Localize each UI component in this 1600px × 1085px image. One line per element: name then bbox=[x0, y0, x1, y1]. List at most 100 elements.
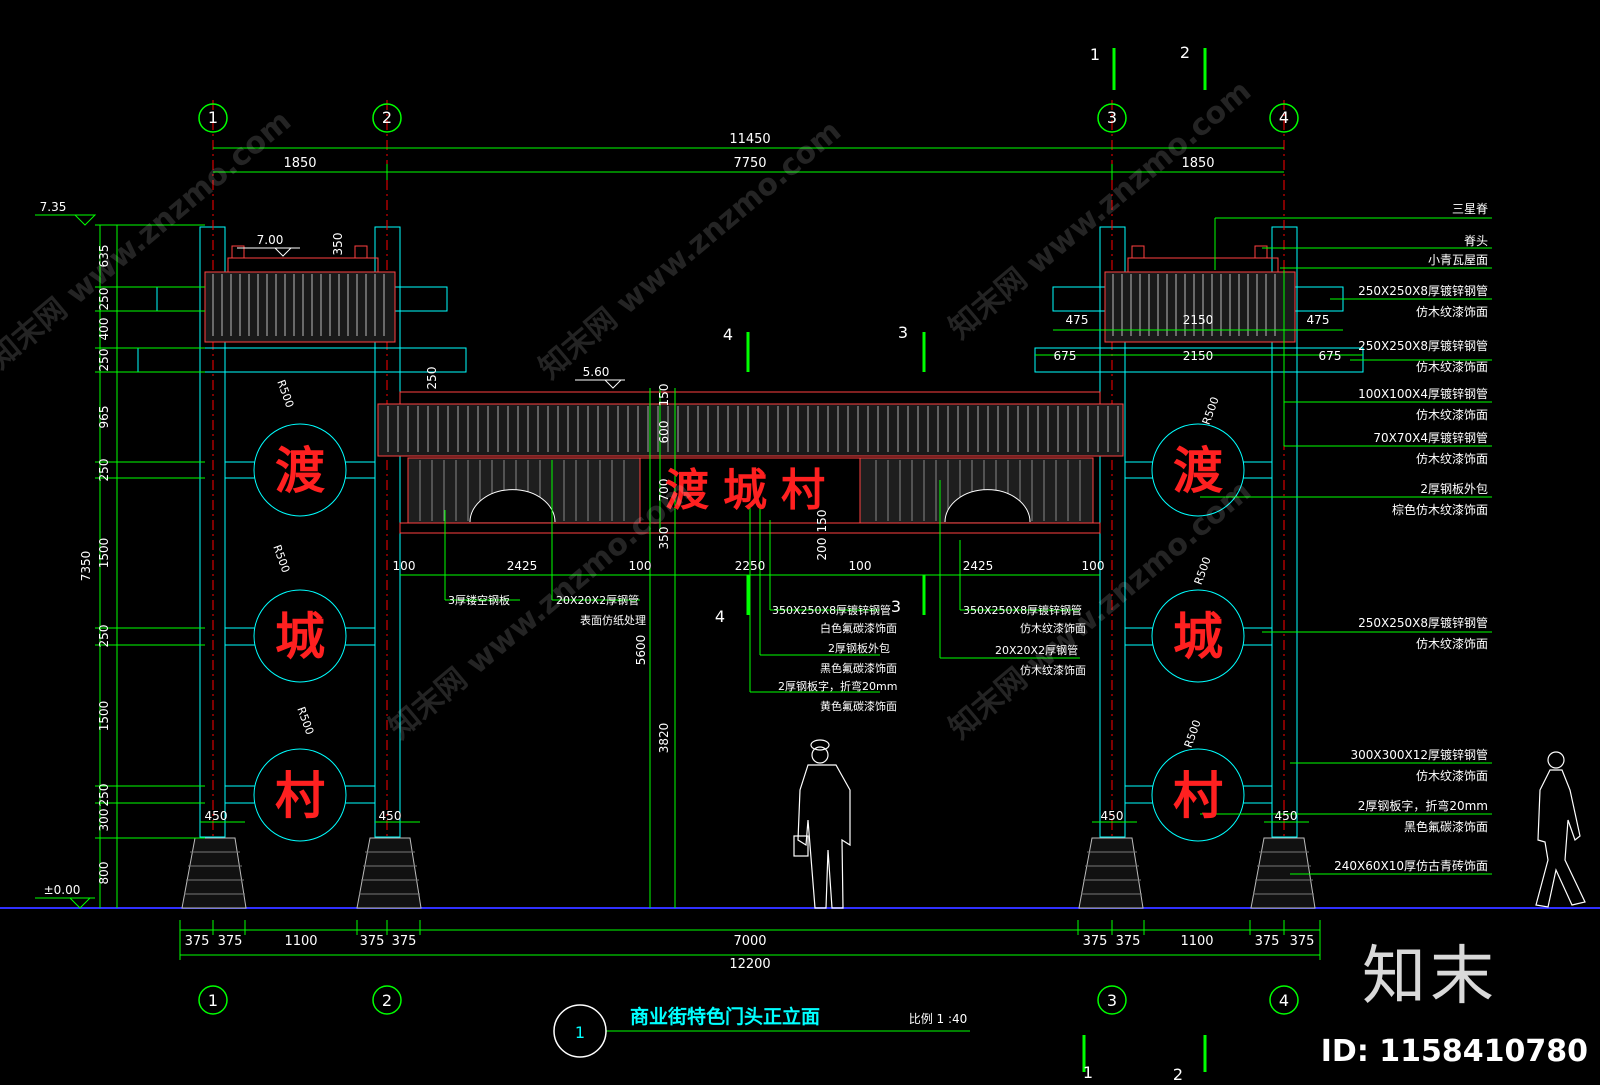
annotation: 300X300X12厚镀锌钢管 bbox=[1350, 747, 1488, 762]
beam-dim: 5600 bbox=[634, 635, 648, 666]
dim-bottom: 375 bbox=[392, 934, 417, 949]
section-mark: 1 bbox=[1083, 1063, 1093, 1082]
annotation: 3厚镂空钢板 bbox=[448, 593, 510, 607]
radius-label: R500 bbox=[1200, 395, 1222, 426]
watermark-id: ID: 1158410780 bbox=[1320, 1034, 1588, 1069]
radius-label: R500 bbox=[274, 378, 296, 409]
annotation: 2厚钢板外包 bbox=[1420, 482, 1488, 496]
annotation: 表面仿纸处理 bbox=[580, 613, 646, 627]
level-mark: 5.60 bbox=[583, 365, 610, 379]
radius-label: R500 bbox=[270, 543, 292, 574]
dim-total-top: 11450 bbox=[729, 132, 770, 147]
vdim: 250 bbox=[97, 625, 111, 648]
dim-bottom: 375 bbox=[218, 934, 243, 949]
section-mark: 1 bbox=[1090, 45, 1100, 64]
beam-dim: 150 bbox=[815, 510, 829, 533]
annotation: 2厚钢板字，折弯20mm bbox=[778, 679, 897, 693]
drawing-scale: 比例 1 :40 bbox=[909, 1012, 968, 1026]
plaque-char: 城 bbox=[1173, 608, 1223, 666]
pier-width: 450 bbox=[1275, 809, 1298, 823]
annotation: 2厚钢板外包 bbox=[828, 641, 890, 655]
beam-dim: 350 bbox=[657, 527, 671, 550]
radius-label: R500 bbox=[294, 705, 316, 736]
annotation: 100X100X4厚镀锌钢管 bbox=[1358, 386, 1488, 401]
level-mark: 7.35 bbox=[40, 200, 67, 214]
annotation: 仿木纹漆饰面 bbox=[1416, 452, 1488, 466]
annotation: 小青瓦屋面 bbox=[1428, 253, 1488, 267]
tower-dim: 675 bbox=[1319, 349, 1342, 363]
annotation: 黄色氟碳漆饰面 bbox=[820, 699, 897, 713]
right-tower bbox=[1034, 100, 1364, 909]
pier-width: 450 bbox=[205, 809, 228, 823]
annotation: 20X20X2厚钢管 bbox=[995, 643, 1078, 657]
plaque-char: 渡 bbox=[275, 442, 325, 500]
beam-dim: 3820 bbox=[657, 723, 671, 754]
human-figure-right bbox=[1535, 751, 1586, 908]
axis-label: 2 bbox=[382, 108, 392, 127]
axis-label: 4 bbox=[1279, 991, 1289, 1010]
annotation: 20X20X2厚钢管 bbox=[556, 593, 639, 607]
radius-label: R500 bbox=[1192, 555, 1214, 586]
dim-bottom: 1100 bbox=[1180, 934, 1213, 949]
beam-dim: 600 bbox=[657, 421, 671, 444]
plaque-char: 渡 bbox=[1173, 442, 1223, 500]
beam-span: 100 bbox=[849, 559, 872, 573]
dim-bottom: 375 bbox=[1255, 934, 1280, 949]
annotation: 仿木纹漆饰面 bbox=[1416, 305, 1488, 319]
axis-label: 1 bbox=[208, 991, 218, 1010]
vdim: 800 bbox=[97, 862, 111, 885]
annotation: 250X250X8厚镀锌钢管 bbox=[1358, 283, 1488, 298]
dim-mid-top: 7750 bbox=[733, 156, 766, 171]
level-mark: 7.00 bbox=[257, 233, 284, 247]
annotation: 黑色氟碳漆饰面 bbox=[1404, 820, 1488, 834]
vdim: 1500 bbox=[97, 701, 111, 732]
beam-span: 2425 bbox=[507, 559, 538, 573]
beam-dim: 200 bbox=[815, 538, 829, 561]
view-number: 1 bbox=[575, 1023, 585, 1042]
annotation: 黑色氟碳漆饰面 bbox=[820, 661, 897, 675]
dimension-lines bbox=[35, 48, 1492, 1072]
section-mark: 3 bbox=[891, 597, 901, 616]
annotation: 350X250X8厚镀锌钢管 bbox=[772, 603, 891, 617]
axis-label: 1 bbox=[208, 108, 218, 127]
annotation: 350X250X8厚镀锌钢管 bbox=[963, 603, 1082, 617]
beam-dim: 250 bbox=[425, 367, 439, 390]
dim-bottom: 7000 bbox=[733, 934, 766, 949]
dim-left-top: 1850 bbox=[283, 156, 316, 171]
annotation: 240X60X10厚仿古青砖饰面 bbox=[1334, 858, 1488, 873]
dim-bottom-total: 12200 bbox=[729, 957, 770, 972]
level-mark: ±0.00 bbox=[44, 883, 81, 897]
section-mark: 2 bbox=[1173, 1065, 1183, 1084]
annotation: 仿木纹漆饰面 bbox=[1416, 769, 1488, 783]
annotation: 250X250X8厚镀锌钢管 bbox=[1358, 615, 1488, 630]
dim-bottom: 375 bbox=[1083, 934, 1108, 949]
beam-sign: 渡城村 bbox=[665, 465, 839, 516]
central-beam bbox=[377, 388, 1124, 908]
vdim: 635 bbox=[97, 245, 111, 268]
axis-label: 2 bbox=[382, 991, 392, 1010]
vdim: 250 bbox=[97, 288, 111, 311]
annotation: 70X70X4厚镀锌钢管 bbox=[1373, 430, 1488, 445]
pier-width: 450 bbox=[1101, 809, 1124, 823]
beam-span: 100 bbox=[1082, 559, 1105, 573]
annotation: 2厚钢板字，折弯20mm bbox=[1358, 798, 1488, 813]
pier-width: 450 bbox=[379, 809, 402, 823]
drawing-title: 商业街特色门头正立面 bbox=[630, 1005, 820, 1028]
dim-bottom: 375 bbox=[185, 934, 210, 949]
section-mark: 4 bbox=[715, 607, 725, 626]
axis-label: 3 bbox=[1107, 991, 1117, 1010]
watermark-text: 知末网 www.znzmo.com bbox=[533, 114, 848, 387]
beam-span: 2250 bbox=[735, 559, 766, 573]
annotation: 仿木纹漆饰面 bbox=[1416, 360, 1488, 374]
beam-span: 2425 bbox=[963, 559, 994, 573]
axis-label: 4 bbox=[1279, 108, 1289, 127]
vdim: 300 bbox=[97, 809, 111, 832]
annotation: 仿木纹漆饰面 bbox=[1020, 663, 1086, 677]
plaque-char: 村 bbox=[275, 767, 325, 825]
vdim: 250 bbox=[97, 784, 111, 807]
watermark-logo: 知末 bbox=[1362, 940, 1498, 1014]
plaque-char: 城 bbox=[275, 608, 325, 666]
left-tower bbox=[137, 100, 467, 909]
annotation: 脊头 bbox=[1464, 234, 1488, 248]
dim-bottom: 375 bbox=[1116, 934, 1141, 949]
